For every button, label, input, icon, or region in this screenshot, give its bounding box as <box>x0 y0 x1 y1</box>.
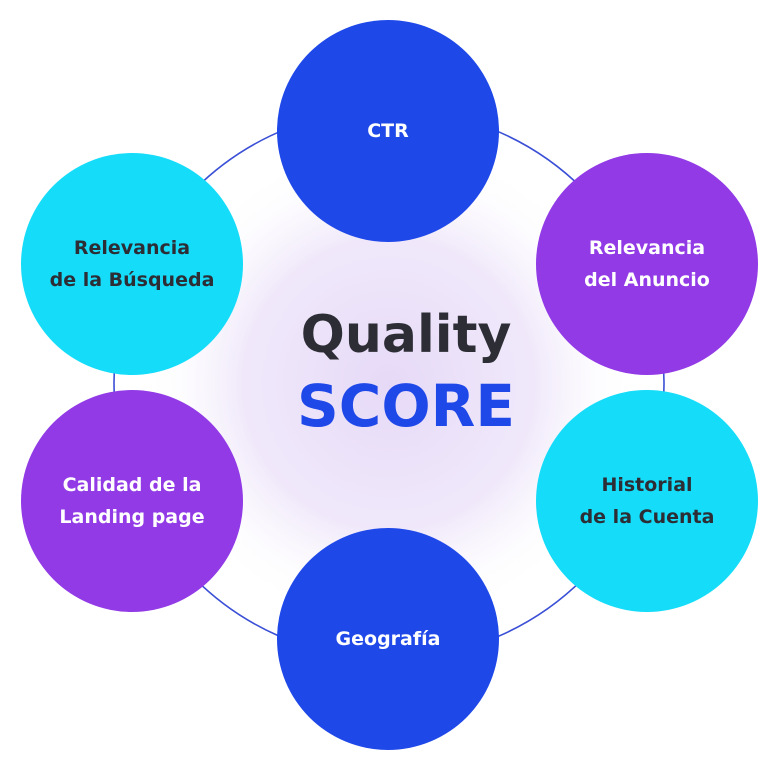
center-title: Quality SCORE <box>256 300 556 450</box>
node-geografia: Geografía <box>277 528 499 750</box>
node-calidad-landing-label: Calidad de la Landing page <box>59 474 205 528</box>
node-historial-cuenta: Historial de la Cuenta <box>536 390 758 612</box>
node-relevancia-busqueda-label: Relevancia de la Búsqueda <box>49 237 215 291</box>
node-relevancia-anuncio-label: Relevancia del Anuncio <box>584 237 710 291</box>
title-quality: Quality <box>300 305 512 365</box>
node-geografia-label: Geografía <box>335 628 441 650</box>
node-historial-cuenta-label: Historial de la Cuenta <box>579 474 715 528</box>
node-ctr-label: CTR <box>367 120 409 142</box>
center-glow <box>144 139 634 629</box>
node-calidad-landing: Calidad de la Landing page <box>21 390 243 612</box>
node-relevancia-busqueda: Relevancia de la Búsqueda <box>21 153 243 375</box>
title-score: SCORE <box>297 372 515 440</box>
node-ctr: CTR <box>277 20 499 242</box>
node-relevancia-anuncio: Relevancia del Anuncio <box>536 153 758 375</box>
